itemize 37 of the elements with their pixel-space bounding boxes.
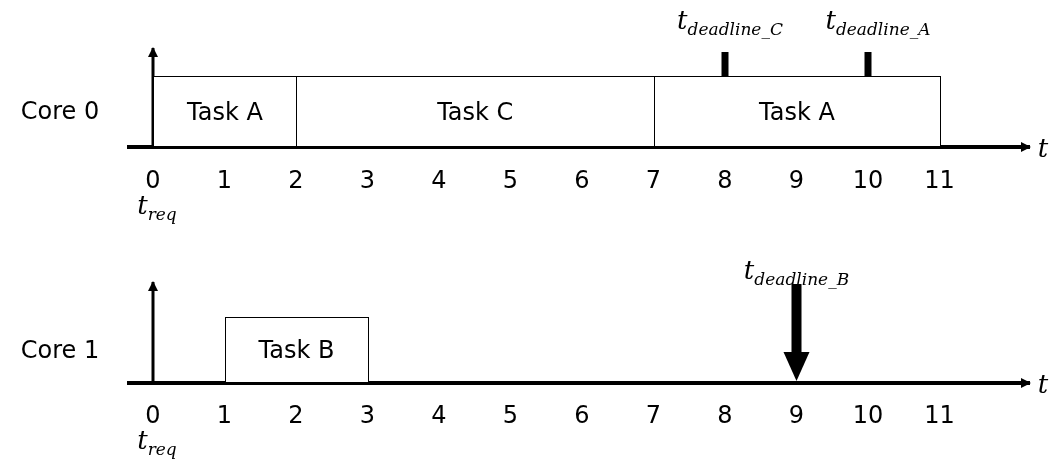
tick-label: 3: [359, 166, 376, 194]
tick-label: 11: [924, 401, 955, 429]
tick-label: 6: [574, 166, 590, 194]
task-label: Task A: [759, 97, 835, 126]
tick-label: 5: [502, 166, 519, 194]
tick-label: 4: [431, 166, 447, 194]
tick-label: 8: [717, 401, 733, 429]
deadline-label: t$_{deadline_B}$: [743, 254, 850, 290]
tick-label: 9: [788, 401, 805, 429]
tick-label: 5: [502, 401, 519, 429]
tick-label: 1: [216, 166, 233, 194]
tick-label: 6: [574, 401, 590, 429]
core-label: Core 0: [20, 97, 100, 125]
tick-label: 10: [852, 401, 884, 429]
task-label: Task C: [437, 97, 514, 126]
tick-label: 7: [645, 401, 662, 429]
tick-label: 4: [431, 401, 447, 429]
tick-label: 3: [359, 401, 376, 429]
tick-label: 10: [852, 166, 884, 194]
tick-label: 8: [717, 166, 733, 194]
tick-label: 2: [288, 166, 304, 194]
deadline-label: t$_{deadline_A}$: [825, 4, 931, 40]
axis-label: t: [1037, 133, 1049, 163]
task-box: [153, 76, 297, 147]
tick-label: 7: [645, 166, 662, 194]
tick-label: 1: [216, 401, 233, 429]
core-label: Core 1: [20, 336, 100, 364]
task-label: Task A: [187, 97, 263, 126]
axis-label: t: [1037, 369, 1049, 399]
tick-label: 11: [924, 166, 955, 194]
task-label: Task B: [258, 336, 335, 364]
task-box: [653, 76, 941, 147]
tick-label: 9: [788, 166, 805, 194]
task-box: [224, 317, 369, 383]
task-box: [296, 76, 655, 147]
tick-label: 2: [288, 401, 304, 429]
deadline-label: t$_{deadline_C}$: [677, 4, 783, 40]
